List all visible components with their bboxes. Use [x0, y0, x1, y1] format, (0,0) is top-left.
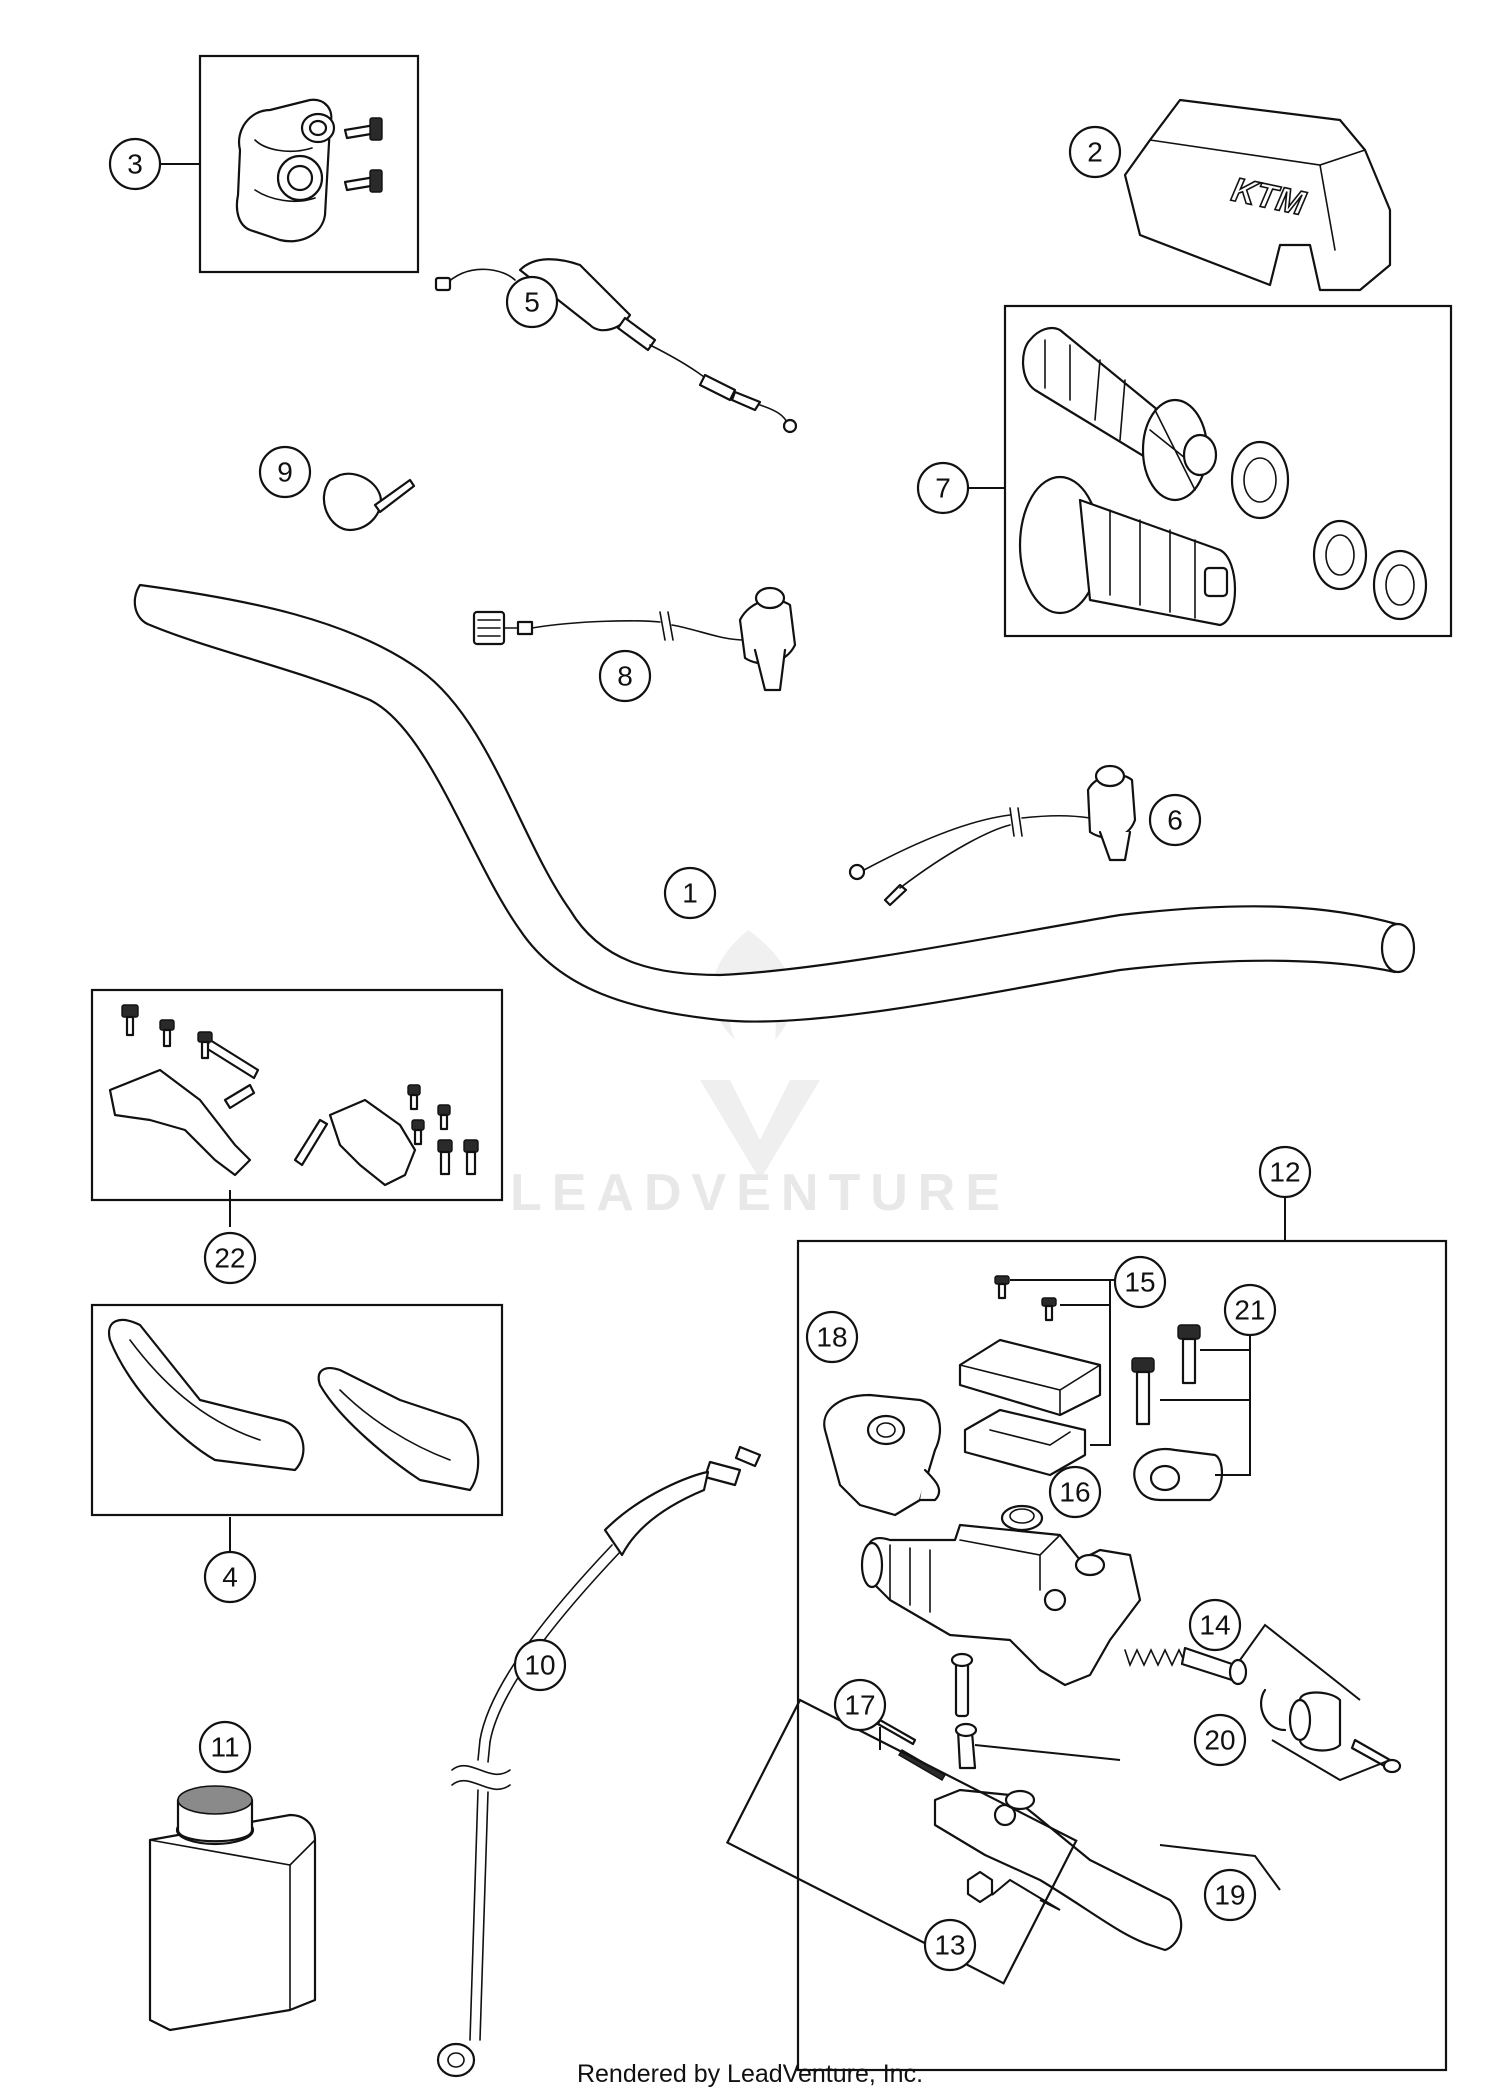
svg-text:13: 13 — [934, 1930, 965, 1961]
svg-text:6: 6 — [1167, 805, 1183, 836]
callout-20: 20 — [1193, 1713, 1247, 1767]
svg-text:10: 10 — [524, 1650, 555, 1681]
svg-text:17: 17 — [844, 1690, 875, 1721]
svg-text:9: 9 — [277, 457, 293, 488]
svg-text:3: 3 — [127, 149, 143, 180]
brake-master-cylinder-assembly — [823, 1275, 1402, 1952]
svg-text:2: 2 — [1087, 137, 1103, 168]
callout-14: 14 — [1188, 1598, 1242, 1652]
callout-10: 10 — [513, 1638, 567, 1692]
callout-17: 17 — [833, 1678, 887, 1732]
callout-12: 12 — [1258, 1145, 1312, 1199]
callout-22: 22 — [203, 1231, 257, 1285]
svg-text:11: 11 — [210, 1732, 239, 1763]
start-switch-harness — [848, 764, 1137, 907]
callout-18: 18 — [805, 1310, 859, 1364]
svg-text:14: 14 — [1199, 1610, 1230, 1641]
cable-tie — [322, 472, 416, 532]
brake-fluid-bottle — [148, 1785, 317, 2032]
svg-text:5: 5 — [524, 287, 540, 318]
callout-15: 15 — [1113, 1255, 1167, 1309]
callout-5: 5 — [505, 275, 559, 329]
svg-text:20: 20 — [1204, 1725, 1235, 1756]
svg-text:22: 22 — [214, 1243, 245, 1274]
part-22-box — [90, 988, 504, 1202]
callout-3: 3 — [108, 137, 162, 191]
svg-text:4: 4 — [222, 1562, 238, 1593]
callout-4: 4 — [203, 1550, 257, 1604]
svg-text:12: 12 — [1269, 1157, 1300, 1188]
watermark-text: LEADVENTURE — [510, 1164, 1010, 1222]
throttle-cable — [434, 258, 798, 434]
handlebar — [133, 583, 1416, 1023]
svg-text:21: 21 — [1234, 1295, 1265, 1326]
throttle-housing — [235, 98, 383, 243]
callout-21: 21 — [1223, 1283, 1277, 1337]
svg-text:15: 15 — [1124, 1267, 1155, 1298]
callout-9: 9 — [258, 445, 312, 499]
callout-13: 13 — [923, 1918, 977, 1972]
callout-19: 19 — [1203, 1868, 1257, 1922]
callout-16: 16 — [1048, 1465, 1102, 1519]
kill-switch-harness — [472, 586, 797, 692]
part-4-box — [90, 1303, 504, 1517]
footer-credit: Rendered by LeadVenture, Inc. — [576, 2060, 924, 2088]
handguard-mount-kit — [108, 1004, 479, 1187]
callout-6: 6 — [1148, 793, 1202, 847]
lever-subassembly-box — [725, 1698, 1078, 1985]
callout-7: 7 — [916, 461, 970, 515]
part-12-box — [796, 1239, 1448, 2072]
callout-8: 8 — [598, 649, 652, 703]
part-7-box — [1003, 304, 1453, 638]
svg-text:1: 1 — [682, 878, 698, 909]
callout-11: 11 — [198, 1720, 252, 1774]
svg-text:8: 8 — [617, 661, 633, 692]
svg-text:16: 16 — [1059, 1477, 1090, 1508]
leader-lines — [155, 163, 1391, 1911]
grip-set — [1018, 326, 1428, 627]
leadventure-watermark-logo: LEADVENTURE — [510, 930, 1010, 1222]
svg-text:19: 19 — [1214, 1880, 1245, 1911]
handlebar-pad: KTM — [1123, 98, 1392, 292]
svg-text:18: 18 — [816, 1322, 847, 1353]
brake-hose — [436, 1445, 762, 2078]
hand-guards — [107, 1318, 480, 1492]
callout-2: 2 — [1068, 125, 1122, 179]
callout-1: 1 — [663, 866, 717, 920]
svg-text:7: 7 — [935, 473, 951, 504]
